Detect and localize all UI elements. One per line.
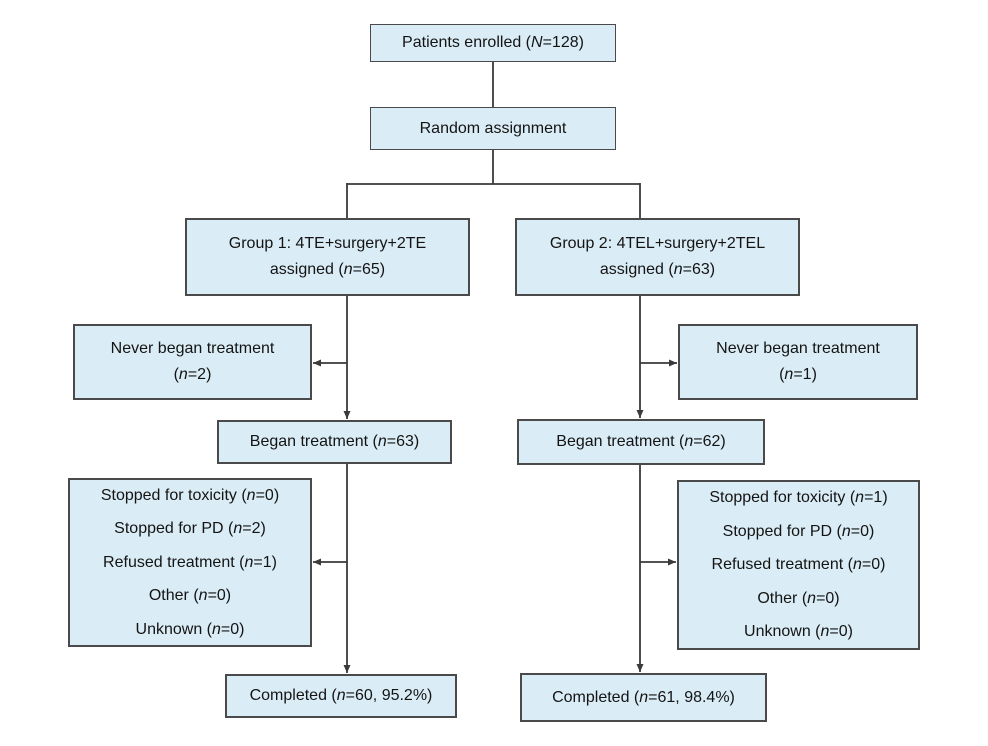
box-patients-enrolled: Patients enrolled (N=128) <box>370 24 616 62</box>
box-completed-group-1: Completed (n=60, 95.2%) <box>225 674 457 718</box>
dropout-reason-line: Other (n=0) <box>148 587 232 605</box>
random-assignment-label: Random assignment <box>419 119 567 137</box>
group-1-assigned: assigned (n=65) <box>269 261 386 278</box>
box-never-began-group-2: Never began treatment (n=1) <box>678 324 918 400</box>
italic-n: n <box>807 589 817 607</box>
completed-1-label: Completed (n=60, 95.2%) <box>249 687 433 704</box>
box-random-assignment: Random assignment <box>370 107 616 150</box>
group-1-title: Group 1: 4TE+surgery+2TE <box>228 235 427 252</box>
box-group-1: Group 1: 4TE+surgery+2TE assigned (n=65) <box>185 218 470 296</box>
italic-n: n <box>343 261 353 278</box>
italic-n: n <box>246 486 256 504</box>
italic-n: n <box>784 366 794 383</box>
italic-n: n <box>212 620 221 638</box>
never-began-1-count: (n=2) <box>173 366 212 383</box>
italic-n: n <box>684 433 694 450</box>
box-began-treatment-group-1: Began treatment (n=63) <box>217 420 452 464</box>
italic-n: n <box>198 587 208 605</box>
dropout-reason-line: Other (n=0) <box>757 589 840 607</box>
dropout-reason-line: Stopped for toxicity (n=0) <box>100 486 280 504</box>
italic-n: n <box>233 520 243 538</box>
dropout-reason-line: Refused treatment (n=0) <box>711 556 886 574</box>
patients-enrolled-label: Patients enrolled (N=128) <box>402 34 584 51</box>
completed-2-label: Completed (n=61, 98.4%) <box>552 688 735 706</box>
italic-n: n <box>639 688 649 706</box>
italic-n: n <box>377 433 387 450</box>
italic-n: n <box>841 522 851 540</box>
box-dropout-reasons-group-2: Stopped for toxicity (n=1) Stopped for P… <box>677 480 920 650</box>
never-began-2-count: (n=1) <box>779 366 817 383</box>
italic-n: n <box>820 623 830 641</box>
italic-N: N <box>531 34 543 51</box>
group-2-title: Group 2: 4TEL+surgery+2TEL <box>549 235 766 252</box>
began-2-label: Began treatment (n=62) <box>556 433 726 450</box>
italic-n: n <box>244 553 254 571</box>
began-1-label: Began treatment (n=63) <box>249 433 420 450</box>
dropout-reason-line: Stopped for PD (n=2) <box>114 520 266 538</box>
italic-n: n <box>178 366 188 383</box>
dropout-reason-line: Stopped for toxicity (n=1) <box>709 489 888 507</box>
dropout-reason-line: Unknown (n=0) <box>744 623 853 641</box>
dropout-reason-line: Refused treatment (n=1) <box>103 553 277 571</box>
group-2-assigned: assigned (n=63) <box>599 261 716 278</box>
box-began-treatment-group-2: Began treatment (n=62) <box>517 419 765 465</box>
box-completed-group-2: Completed (n=61, 98.4%) <box>520 673 767 722</box>
italic-n: n <box>673 261 683 278</box>
never-began-2-label: Never began treatment <box>716 340 880 357</box>
italic-n: n <box>852 556 862 574</box>
italic-n: n <box>336 687 346 704</box>
dropout-reason-line: Stopped for PD (n=0) <box>722 522 875 540</box>
box-dropout-reasons-group-1: Stopped for toxicity (n=0) Stopped for P… <box>68 478 312 647</box>
box-group-2: Group 2: 4TEL+surgery+2TEL assigned (n=6… <box>515 218 800 296</box>
never-began-1-label: Never began treatment <box>110 340 275 357</box>
italic-n: n <box>855 489 865 507</box>
dropout-reason-line: Unknown (n=0) <box>135 620 245 638</box>
box-never-began-group-1: Never began treatment (n=2) <box>73 324 312 400</box>
